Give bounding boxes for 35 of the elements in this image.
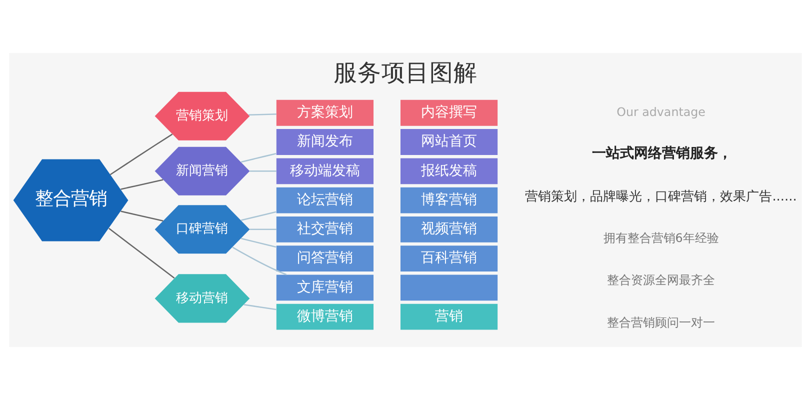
label: 整合营销顾问一对一 xyxy=(607,315,716,330)
node-box: 社交营销 xyxy=(276,216,374,242)
label: 营销策划，品牌曝光，口碑营销，效果广告...... xyxy=(525,189,797,204)
node-box: 内容撰写 xyxy=(400,100,498,126)
connector xyxy=(110,134,173,176)
node-box: 问答营销 xyxy=(276,246,374,272)
node-box: 百科营销 xyxy=(400,246,498,272)
node-box: 微博营销 xyxy=(276,304,374,330)
node-box: 新闻发布 xyxy=(276,129,374,155)
connector xyxy=(232,246,287,276)
node-box: 方案策划 xyxy=(276,100,374,126)
node-box: 营销 xyxy=(400,304,498,330)
connector xyxy=(248,114,276,116)
node-box: 移动端发稿 xyxy=(276,158,374,184)
node-box: 博客营销 xyxy=(400,187,498,214)
label: 整合资源全网最齐全 xyxy=(607,273,716,288)
node-box: 论坛营销 xyxy=(276,187,374,214)
node-box: 文库营销 xyxy=(276,274,374,301)
connector xyxy=(241,152,276,163)
connector xyxy=(120,179,164,190)
label: Our advantage xyxy=(616,104,706,119)
label: 拥有整合营销6年经验 xyxy=(603,231,719,246)
node-box xyxy=(400,274,498,301)
label: 一站式网络营销服务， xyxy=(592,146,732,162)
connector xyxy=(250,228,276,230)
connector xyxy=(244,304,276,310)
diagram-title: 服务项目图解 xyxy=(333,58,478,87)
connector xyxy=(108,228,175,279)
node-box: 视频营销 xyxy=(400,216,498,242)
node-box: 网站首页 xyxy=(400,129,498,155)
connector xyxy=(241,238,276,248)
connector xyxy=(241,211,276,221)
node-box: 报纸发稿 xyxy=(400,158,498,184)
connector xyxy=(250,170,276,172)
connector xyxy=(120,210,164,222)
